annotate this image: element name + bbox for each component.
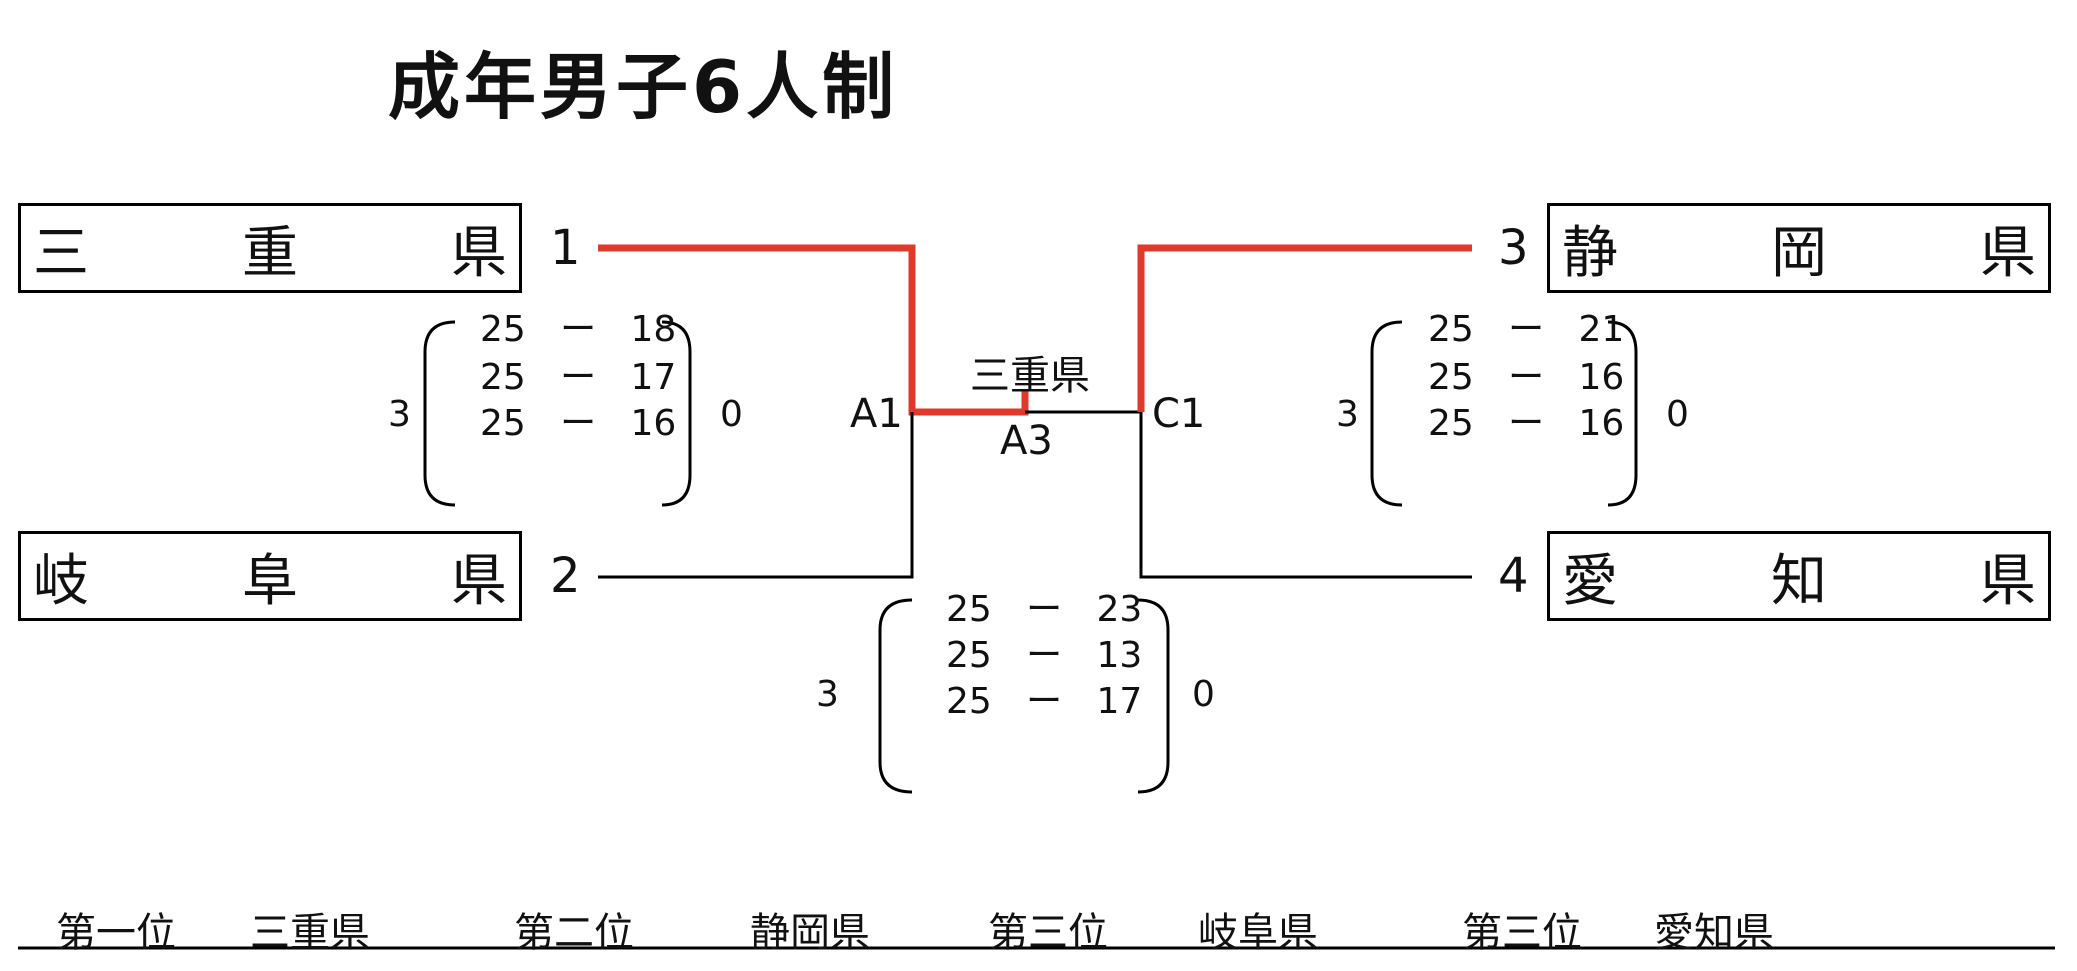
set-score: 25 ー 16 <box>1428 403 1625 444</box>
final-winner-label: 三重県 <box>970 353 1090 399</box>
match-code-a3: A3 <box>1000 418 1053 464</box>
team-char: 知 <box>1771 548 1827 614</box>
team-char: 県 <box>451 220 507 286</box>
paren-right-c1 <box>1607 320 1638 507</box>
seed-number-2: 2 <box>550 548 581 604</box>
team-char: 三 <box>33 220 89 286</box>
paren-left-final <box>878 598 913 794</box>
rank-team-4: 愛知県 <box>1654 910 1774 956</box>
seed-number-4: 4 <box>1498 548 1529 604</box>
rank-place-1: 第一位 <box>56 910 176 956</box>
rank-place-4: 第三位 <box>1462 910 1582 956</box>
paren-right-a1 <box>661 320 692 507</box>
team-char: 愛 <box>1562 548 1618 614</box>
rank-place-2: 第二位 <box>514 910 634 956</box>
match-code-c1: C1 <box>1152 391 1206 437</box>
team-box-aichi: 愛 知 県 <box>1547 531 2051 621</box>
set-score: 25 ー 23 <box>946 589 1143 630</box>
paren-left-a1 <box>423 320 456 507</box>
team-box-shizuoka: 静 岡 県 <box>1547 203 2051 293</box>
team-char: 阜 <box>242 548 298 614</box>
seed-number-1: 1 <box>550 220 581 276</box>
set-score: 25 ー 21 <box>1428 309 1625 350</box>
sets-won-right: 0 <box>1192 674 1215 715</box>
team-box-mie: 三 重 県 <box>18 203 522 293</box>
rank-place-3: 第三位 <box>988 910 1108 956</box>
rank-team-1: 三重県 <box>250 910 370 956</box>
bracket-path-team3 <box>1137 244 1472 412</box>
seed-number-3: 3 <box>1498 220 1529 276</box>
set-score: 25 ー 18 <box>480 309 677 350</box>
rank-team-3: 岐阜県 <box>1198 910 1318 956</box>
page-title: 成年男子6人制 <box>388 45 899 129</box>
team-char: 静 <box>1562 220 1618 286</box>
set-score: 25 ー 17 <box>946 681 1143 722</box>
team-char: 重 <box>242 220 298 286</box>
team-char: 県 <box>1980 220 2036 286</box>
team-char: 県 <box>1980 548 2036 614</box>
set-score: 25 ー 17 <box>480 357 677 398</box>
paren-right-final <box>1137 598 1170 794</box>
bracket-path-team2 <box>598 412 914 579</box>
team-char: 岡 <box>1771 220 1827 286</box>
team-char: 県 <box>451 548 507 614</box>
set-score: 25 ー 16 <box>1428 357 1625 398</box>
paren-left-c1 <box>1370 320 1403 507</box>
bracket-path-team4 <box>1139 412 1472 579</box>
sets-won-right: 0 <box>720 394 743 435</box>
sets-won-left: 3 <box>1336 394 1359 435</box>
team-char: 岐 <box>33 548 89 614</box>
sets-won-left: 3 <box>388 394 411 435</box>
sets-won-right: 0 <box>1666 394 1689 435</box>
sets-won-left: 3 <box>816 674 839 715</box>
set-score: 25 ー 16 <box>480 403 677 444</box>
rank-team-2: 静岡県 <box>750 910 870 956</box>
set-score: 25 ー 13 <box>946 635 1143 676</box>
match-code-a1: A1 <box>850 391 903 437</box>
team-box-gifu: 岐 阜 県 <box>18 531 522 621</box>
